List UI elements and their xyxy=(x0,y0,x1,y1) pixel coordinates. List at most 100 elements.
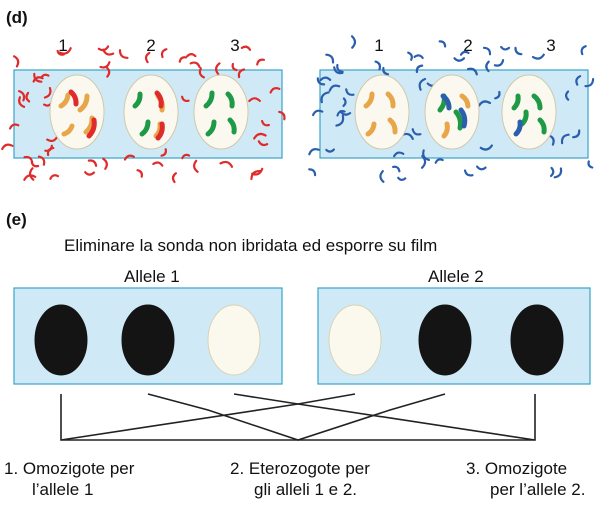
hybridized-probe-blue xyxy=(440,93,452,111)
free-probe-red xyxy=(215,62,221,76)
chromosome-green xyxy=(132,91,143,109)
result-3-line2: per l’allele 2. xyxy=(490,480,586,499)
free-probe-blue xyxy=(328,84,341,92)
result-spot-allele2-1 xyxy=(328,304,382,376)
lane-number-right-2: 2 xyxy=(463,36,473,55)
free-probe-red xyxy=(33,72,43,83)
free-probe-blue xyxy=(560,133,570,145)
free-probe-blue xyxy=(382,66,390,76)
free-probe-blue xyxy=(564,90,570,101)
chromosome-green xyxy=(453,109,463,131)
free-probe-blue xyxy=(374,60,382,71)
free-probe-red xyxy=(278,110,286,121)
free-probe-red xyxy=(43,86,52,99)
free-probe-blue xyxy=(575,75,582,86)
free-probe-blue xyxy=(463,169,474,177)
instruction-caption: Eliminare la sonda non ibridata ed espor… xyxy=(64,236,438,255)
free-probe-red xyxy=(40,73,50,79)
free-probe-red xyxy=(257,140,269,147)
result-spot-allele2-3 xyxy=(510,304,564,376)
free-probe-blue xyxy=(466,67,478,76)
free-probe-blue xyxy=(333,66,344,75)
free-probe-red xyxy=(28,167,35,181)
free-probe-blue xyxy=(459,50,470,56)
result-1-line1: Omozigote per xyxy=(22,459,135,478)
free-probe-red xyxy=(87,159,98,167)
free-probe-blue xyxy=(308,148,320,156)
free-probe-red xyxy=(46,136,58,143)
free-probe-blue xyxy=(379,170,385,183)
hybridized-probe-blue xyxy=(513,119,523,137)
lane-number-left-1: 1 xyxy=(58,36,68,55)
free-probe-red xyxy=(18,96,26,108)
lane-number-left-2: 2 xyxy=(146,36,156,55)
hybridized-probe-red xyxy=(155,121,165,141)
free-probe-blue xyxy=(345,88,355,96)
result-spot-allele1-2 xyxy=(121,304,175,376)
chromosome-green xyxy=(203,90,215,109)
free-probe-blue xyxy=(482,46,492,56)
free-probe-red xyxy=(25,91,31,103)
free-probe-blue xyxy=(316,77,326,86)
result-spot-allele2-2 xyxy=(418,304,472,376)
lane-number-left-3: 3 xyxy=(230,36,240,55)
allele-2-label: Allele 2 xyxy=(428,267,484,286)
free-probe-red xyxy=(18,90,26,102)
free-probe-red xyxy=(189,61,201,68)
free-probe-blue xyxy=(350,35,357,49)
free-probe-red xyxy=(144,51,151,64)
free-probe-blue xyxy=(477,100,492,107)
free-probe-red xyxy=(37,155,46,166)
free-probe-blue xyxy=(493,59,505,67)
free-probe-blue xyxy=(392,165,401,173)
bracket-homozygote xyxy=(60,394,536,441)
result-3-number: 3. xyxy=(466,459,481,478)
lane-number-right-1: 1 xyxy=(374,36,384,55)
chromosome-orange xyxy=(363,91,375,109)
free-probe-red xyxy=(102,48,115,56)
hybridized-probe-red xyxy=(86,117,97,139)
free-probe-blue xyxy=(553,167,563,179)
free-probe-blue xyxy=(485,60,490,73)
free-probe-red xyxy=(240,45,252,51)
free-probe-blue xyxy=(500,45,511,51)
free-probe-blue xyxy=(580,45,587,56)
chromosome-orange xyxy=(385,91,396,109)
free-probe-blue xyxy=(339,110,352,116)
result-3-line1: Omozigote xyxy=(484,459,568,478)
cell-spot-left-2 xyxy=(123,74,179,150)
free-probe-red xyxy=(160,148,167,157)
free-probe-red xyxy=(250,169,262,181)
free-probe-red xyxy=(123,154,135,161)
chromosome-orange xyxy=(441,121,450,139)
result-spot-allele1-3 xyxy=(207,304,261,376)
chromosome-green xyxy=(139,119,151,137)
connector-heterozygote xyxy=(147,393,446,441)
chromosome-green xyxy=(227,117,237,135)
lane-number-right-3: 3 xyxy=(546,36,556,55)
free-probe-red xyxy=(56,49,65,56)
connector-allele2-1 xyxy=(60,393,356,441)
cell-spot-left-1 xyxy=(49,74,105,150)
free-probe-blue xyxy=(342,97,347,107)
free-probe-red xyxy=(261,119,270,127)
chromosome-orange xyxy=(58,92,71,109)
free-probe-red xyxy=(118,49,129,59)
hybridized-probe-red xyxy=(68,89,79,107)
free-probe-red xyxy=(181,153,191,160)
result-1-line2: l’allele 1 xyxy=(32,480,94,499)
result-2-line2: gli alleli 1 e 2. xyxy=(254,480,358,499)
free-probe-blue xyxy=(308,168,317,177)
free-probe-red xyxy=(269,87,281,94)
free-probe-blue xyxy=(325,148,335,153)
free-probe-red xyxy=(136,169,143,178)
cell-spot-right-1 xyxy=(354,74,410,150)
result-1: 1. Omozigote per l’allele 1 xyxy=(4,458,134,500)
chromosome-orange xyxy=(365,121,377,137)
result-spot-allele1-1 xyxy=(34,304,88,376)
free-probe-red xyxy=(9,123,20,130)
cell-spot-left-3 xyxy=(193,74,249,150)
free-probe-red xyxy=(23,174,37,181)
free-probe-red xyxy=(84,171,96,176)
